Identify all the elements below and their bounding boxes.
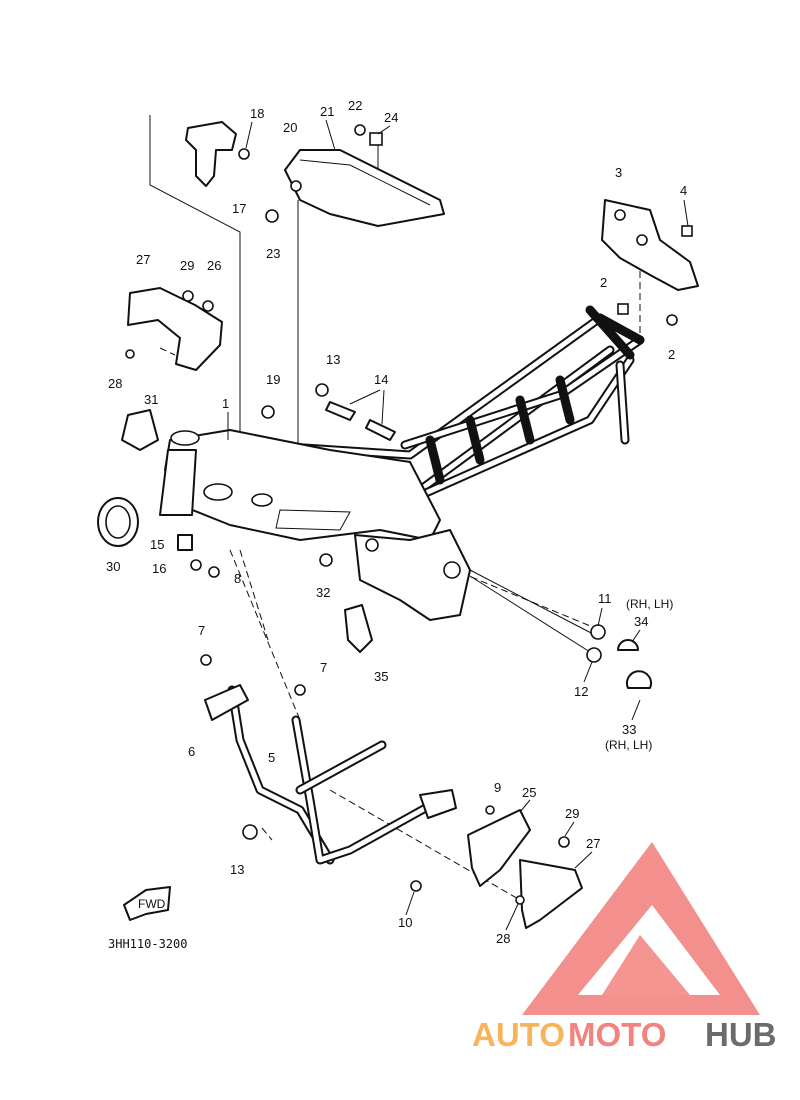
callout-10: 10	[398, 915, 412, 930]
guide-line-28a	[159, 347, 176, 356]
callout-27b: 27	[586, 836, 600, 851]
side-cover-20	[265, 124, 445, 227]
part-19	[261, 405, 275, 419]
guide-line-5b	[239, 549, 269, 641]
assembly-guide-lines	[149, 115, 641, 901]
main-frame-1	[159, 305, 645, 621]
guide-line-13b	[261, 827, 273, 841]
part-13a	[315, 383, 329, 397]
side-note-bottom: (RH, LH)	[605, 738, 652, 752]
bracket-27-bottom	[410, 805, 583, 929]
guide-line-5	[229, 549, 301, 721]
callout-7b: 7	[320, 660, 327, 675]
callout-13b: 13	[230, 862, 244, 877]
engine-bracket-5	[291, 715, 457, 865]
bracket-27-top	[125, 287, 223, 371]
cap-33	[626, 670, 652, 689]
callout-15: 15	[150, 537, 164, 552]
bolt-11	[469, 569, 596, 636]
part-35	[344, 604, 373, 653]
callouts: 18 21 22 24 20 17 23 3 4 2 2 27 29 26 28…	[106, 98, 687, 951]
callout-29b: 29	[565, 806, 579, 821]
guide-line-11	[429, 559, 601, 631]
part-2a	[617, 303, 629, 315]
logo-triangle-core	[602, 935, 690, 995]
callout-19: 19	[266, 372, 280, 387]
callout-18: 18	[250, 106, 264, 121]
callout-2a: 2	[600, 275, 607, 290]
callout-21: 21	[320, 104, 334, 119]
callout-27a: 27	[136, 252, 150, 267]
callout-23: 23	[266, 246, 280, 261]
forward-arrow-icon: FWD	[123, 886, 171, 921]
callout-29a: 29	[180, 258, 194, 273]
part-2b	[666, 314, 678, 326]
part-32	[319, 553, 333, 567]
guide-line-17	[149, 115, 241, 445]
bolt-7a	[200, 654, 212, 666]
callout-26: 26	[207, 258, 221, 273]
callout-14: 14	[374, 372, 388, 387]
callout-9: 9	[494, 780, 501, 795]
bracket-3	[601, 199, 699, 291]
part-31	[121, 409, 159, 451]
logo-word-hub: HUB	[705, 1016, 777, 1053]
callout-16: 16	[152, 561, 166, 576]
part-14b	[365, 419, 396, 441]
cap-34	[617, 639, 639, 651]
callout-6: 6	[188, 744, 195, 759]
callout-20: 20	[283, 120, 297, 135]
callout-33: 33	[622, 722, 636, 737]
guide-line-28b	[329, 789, 521, 901]
callout-1: 1	[222, 396, 229, 411]
logo-word-moto: MOTO	[568, 1016, 666, 1053]
callout-32: 32	[316, 585, 330, 600]
callout-8: 8	[234, 571, 241, 586]
part-15	[177, 534, 193, 551]
callout-5: 5	[268, 750, 275, 765]
callout-2b: 2	[668, 347, 675, 362]
callout-13a: 13	[326, 352, 340, 367]
callout-25: 25	[522, 785, 536, 800]
logo-word-auto: AUTO	[472, 1016, 565, 1053]
diagram-code: 3HH110-3200	[108, 937, 187, 951]
callout-28a: 28	[108, 376, 122, 391]
leader-lines	[227, 119, 689, 931]
callout-7a: 7	[198, 623, 205, 638]
callout-24: 24	[384, 110, 398, 125]
fwd-label: FWD	[138, 897, 166, 911]
callout-3: 3	[615, 165, 622, 180]
part-16	[190, 559, 202, 571]
callout-11: 11	[598, 591, 612, 606]
bolt-12	[469, 575, 591, 653]
side-note-top: (RH, LH)	[626, 597, 673, 611]
callout-12: 12	[574, 684, 588, 699]
automotohub-logo: AUTO MOTO HUB	[472, 842, 777, 1053]
callout-4: 4	[680, 183, 687, 198]
callout-35: 35	[374, 669, 388, 684]
hardware-parts	[97, 303, 678, 696]
callout-22: 22	[348, 98, 362, 113]
part-8	[208, 566, 220, 578]
bolt-7b	[294, 684, 306, 696]
bracket-17	[185, 121, 250, 187]
callout-17: 17	[232, 201, 246, 216]
part-14a	[325, 401, 356, 421]
callout-28b: 28	[496, 931, 510, 946]
callout-34: 34	[634, 614, 648, 629]
callout-30: 30	[106, 559, 120, 574]
callout-31: 31	[144, 392, 158, 407]
